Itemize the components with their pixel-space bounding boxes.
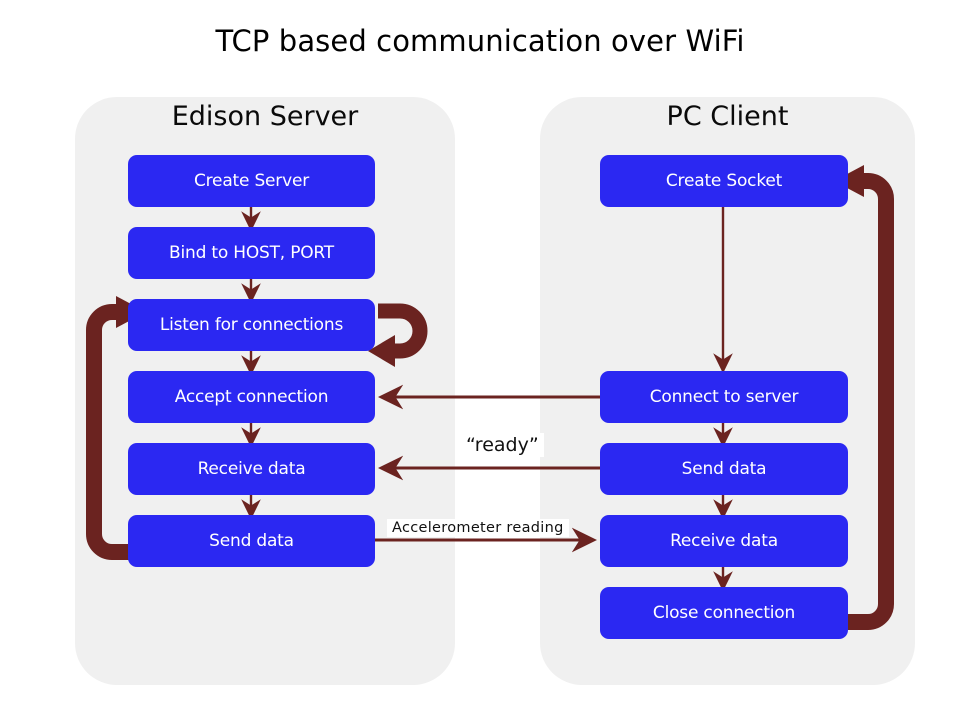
node-create-socket[interactable]: Create Socket: [600, 155, 848, 207]
node-create-server[interactable]: Create Server: [128, 155, 375, 207]
edge-label-ready: “ready”: [461, 433, 544, 457]
node-client-send-data[interactable]: Send data: [600, 443, 848, 495]
node-listen-connections[interactable]: Listen for connections: [128, 299, 375, 351]
page-title: TCP based communication over WiFi: [215, 24, 745, 58]
node-server-receive-data[interactable]: Receive data: [128, 443, 375, 495]
node-close-connection[interactable]: Close connection: [600, 587, 848, 639]
node-bind-host-port[interactable]: Bind to HOST, PORT: [128, 227, 375, 279]
node-server-send-data[interactable]: Send data: [128, 515, 375, 567]
node-connect-to-server[interactable]: Connect to server: [600, 371, 848, 423]
node-client-receive-data[interactable]: Receive data: [600, 515, 848, 567]
panel-title-pc-client: PC Client: [666, 101, 789, 132]
panel-title-edison-server: Edison Server: [171, 101, 359, 132]
node-accept-connection[interactable]: Accept connection: [128, 371, 375, 423]
edge-label-accelerometer: Accelerometer reading: [387, 519, 569, 537]
